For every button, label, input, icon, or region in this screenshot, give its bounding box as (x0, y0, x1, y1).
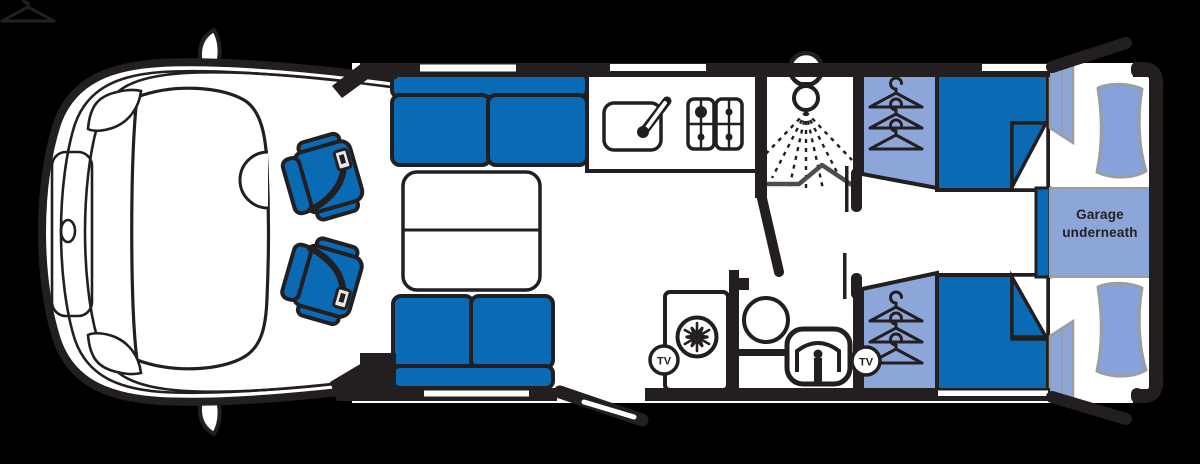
cab-outline (38, 58, 401, 406)
bedroom-door-panel (851, 273, 862, 299)
pillow-top (1095, 82, 1148, 179)
tap-highlight (644, 101, 667, 131)
cab-roof-join (332, 63, 397, 98)
shower-head-icon (792, 84, 820, 112)
sink (602, 101, 663, 152)
bedroom: Garage underneath (0, 0, 1151, 399)
bedroom-wall-bottom (853, 283, 862, 400)
wall-stub-cap (1131, 388, 1143, 403)
bed-frame-strip (1034, 186, 1052, 279)
lounge (390, 71, 589, 390)
washroom-wall-stub (729, 278, 749, 290)
quarter-window-bottom (86, 331, 143, 376)
badge-icon (59, 218, 77, 244)
garage-door-open-top (1046, 37, 1132, 73)
front-sofa-cushion (390, 93, 492, 167)
tap-base (637, 126, 649, 138)
snowflake-icon (681, 321, 713, 353)
door-frame (843, 253, 847, 299)
entry-step-block (360, 353, 396, 401)
washroom (739, 296, 853, 387)
duvet-fold-bottom (1010, 270, 1050, 339)
garage-area (1049, 187, 1151, 278)
driver-seat (280, 131, 365, 222)
tv-label: TV (657, 356, 672, 368)
toilet-icon (784, 326, 853, 387)
tv-label: TV (859, 357, 874, 369)
fridge (663, 290, 730, 392)
tv-badge: TV (648, 344, 680, 376)
front-sofa-cushion (486, 93, 589, 167)
duvet-fold-top (1010, 121, 1049, 188)
rear-sofa-cushion (469, 294, 555, 370)
shower-spray (759, 111, 853, 193)
hanger-icon (0, 0, 56, 23)
wall-stub-cap (1131, 62, 1143, 77)
window-slit (610, 64, 706, 71)
steering-wheel-icon (238, 150, 269, 210)
kitchen (585, 64, 761, 173)
washroom-wall (729, 270, 739, 392)
passenger-seat (280, 236, 364, 327)
bedroom-door-panel (851, 168, 862, 212)
windscreen (130, 86, 271, 371)
door-frame (845, 166, 849, 212)
garage-label-line2: underneath (1062, 225, 1138, 240)
window-slit (420, 64, 516, 72)
bedroom-wall-top (853, 63, 862, 203)
window-slit (982, 64, 1048, 71)
rear-wall (1133, 62, 1163, 403)
bifold-shower-door (759, 162, 858, 190)
washroom-door-open (756, 189, 784, 277)
front-grille (50, 150, 94, 318)
bonnet-line-2 (83, 71, 353, 393)
quarter-window-top (86, 88, 143, 133)
entrance-door-open (553, 385, 649, 427)
garage-label-line1: Garage (1076, 207, 1124, 222)
shower-wall (755, 63, 767, 198)
washbasin (742, 296, 790, 344)
window-slit (938, 390, 1048, 396)
walls (330, 62, 1163, 403)
rear-sofa-backrest (391, 364, 555, 390)
window-slit (424, 390, 529, 397)
pillow-bottom (1095, 281, 1148, 378)
hob-icon (686, 97, 744, 151)
cab-floor-join (330, 363, 362, 401)
garage-door-open-bottom (1046, 391, 1132, 425)
rear-sofa-cushion (391, 294, 475, 370)
tv-badge: TV (850, 345, 882, 377)
